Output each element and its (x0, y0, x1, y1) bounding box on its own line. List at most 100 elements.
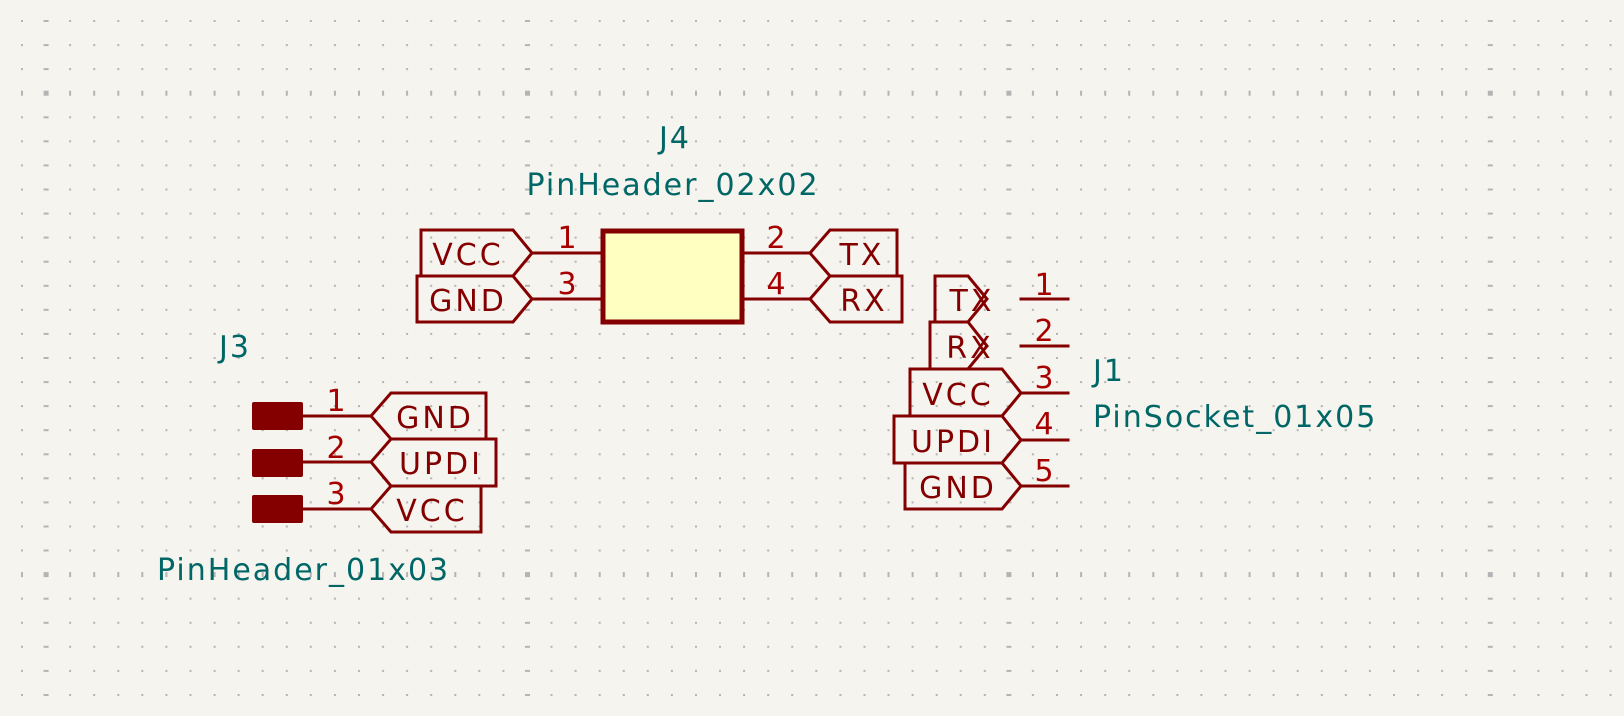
grid-dot (1200, 260, 1203, 263)
grid-dot (887, 68, 890, 71)
grid-dot (1417, 525, 1420, 528)
grid-dot (695, 381, 697, 384)
j4-reference[interactable]: J4 (657, 121, 691, 156)
grid-dot (1368, 669, 1371, 672)
grid-dot (815, 44, 818, 47)
grid-dot (525, 20, 530, 22)
j4-body[interactable] (600, 228, 745, 325)
net-label-updi[interactable]: UPDI (369, 437, 498, 488)
grid-dot (574, 236, 577, 239)
grid-dot (1031, 694, 1034, 696)
grid-dot (1128, 284, 1131, 287)
grid-dot (646, 140, 649, 143)
grid-dot (1320, 284, 1323, 287)
grid-dot (622, 381, 625, 384)
grid-dot (1344, 188, 1347, 191)
j3-pin1-pad[interactable] (252, 402, 303, 430)
grid-dot (1031, 20, 1034, 22)
grid-dot (43, 116, 49, 119)
grid-dot (911, 645, 914, 648)
grid-dot (791, 669, 794, 672)
grid-dot (574, 694, 577, 696)
grid-dot (1465, 381, 1468, 384)
grid-dot (1248, 68, 1251, 71)
net-label-vcc[interactable]: VCC (908, 367, 1023, 418)
grid-dot (839, 621, 842, 624)
grid-dot (911, 332, 914, 335)
grid-dot (863, 164, 866, 167)
grid-dot (1441, 549, 1444, 552)
grid-dot (141, 332, 144, 335)
component-j3[interactable]: J3 PinHeader_01x03 1 2 3 GND UPDI VCC (157, 330, 498, 588)
grid-dot (117, 260, 120, 263)
grid-dot (574, 284, 577, 287)
grid-dot (1272, 164, 1275, 167)
j3-value[interactable]: PinHeader_01x03 (157, 553, 450, 588)
grid-dot (1200, 525, 1203, 528)
net-label-updi[interactable]: UPDI (892, 414, 1023, 465)
grid-dot (1487, 525, 1493, 528)
net-label-text: VCC (432, 238, 503, 273)
grid-dot (1417, 20, 1420, 22)
grid-dot (767, 236, 770, 239)
grid-dot (1031, 236, 1034, 239)
grid-dot (1152, 20, 1155, 22)
grid-dot (165, 694, 168, 696)
grid-dot (983, 212, 986, 215)
grid-dot (1031, 44, 1034, 47)
net-label-gnd[interactable]: GND (903, 461, 1023, 511)
grid-dot (1031, 68, 1034, 71)
grid-dot (670, 572, 673, 578)
grid-dot (815, 694, 818, 696)
grid-dot (333, 332, 336, 335)
grid-dot (719, 597, 721, 600)
grid-dot (1272, 116, 1275, 119)
grid-dot (887, 645, 890, 648)
grid-dot (1031, 260, 1034, 263)
j1-pin-number: 4 (1034, 407, 1053, 442)
grid-dot (550, 212, 553, 215)
grid-dot (911, 381, 914, 384)
grid-dot (165, 429, 168, 432)
net-label-gnd[interactable]: GND (415, 274, 534, 324)
grid-dot (695, 621, 697, 624)
grid-dot (1465, 260, 1468, 263)
j4-value[interactable]: PinHeader_02x02 (526, 168, 819, 203)
grid-dot (1104, 284, 1107, 287)
grid-dot (1104, 357, 1107, 359)
grid-dot (1585, 621, 1588, 624)
net-label-gnd[interactable]: GND (369, 391, 488, 441)
j3-pin3-pad[interactable] (252, 495, 303, 523)
grid-dot (1080, 357, 1083, 359)
grid-dot (1056, 236, 1058, 239)
grid-dot (1248, 669, 1251, 672)
net-label-vcc[interactable]: VCC (369, 484, 483, 534)
net-label-vcc[interactable]: VCC (419, 228, 534, 278)
net-label-rx[interactable]: RX (928, 320, 994, 371)
component-j4[interactable]: J4 PinHeader_02x02 1 3 2 4 VCC GND TX RX (415, 121, 904, 325)
grid-dot (430, 116, 433, 119)
grid-dot (574, 140, 577, 143)
grid-dot (309, 429, 312, 432)
grid-dot (1176, 236, 1179, 239)
grid-dot (695, 453, 697, 456)
grid-dot (1537, 308, 1540, 311)
j1-pin-number: 3 (1034, 361, 1053, 396)
j1-reference[interactable]: J1 (1091, 354, 1125, 389)
grid-dot (863, 308, 866, 311)
net-label-tx[interactable]: TX (933, 274, 994, 324)
grid-dot (1296, 20, 1299, 22)
grid-dot (93, 621, 96, 624)
net-label-tx[interactable]: TX (808, 228, 899, 278)
grid-dot (743, 381, 746, 384)
grid-dot (1176, 405, 1179, 408)
grid-dot (574, 357, 577, 359)
grid-dot (333, 381, 336, 384)
j1-value[interactable]: PinSocket_01x05 (1093, 400, 1377, 435)
net-label-rx[interactable]: RX (808, 274, 904, 324)
grid-dot (358, 164, 360, 167)
component-j1[interactable]: J1 PinSocket_01x05 1 2 3 4 5 TX RX VCC U… (892, 268, 1377, 511)
j3-pin2-pad[interactable] (252, 449, 303, 477)
j3-reference[interactable]: J3 (217, 330, 251, 365)
